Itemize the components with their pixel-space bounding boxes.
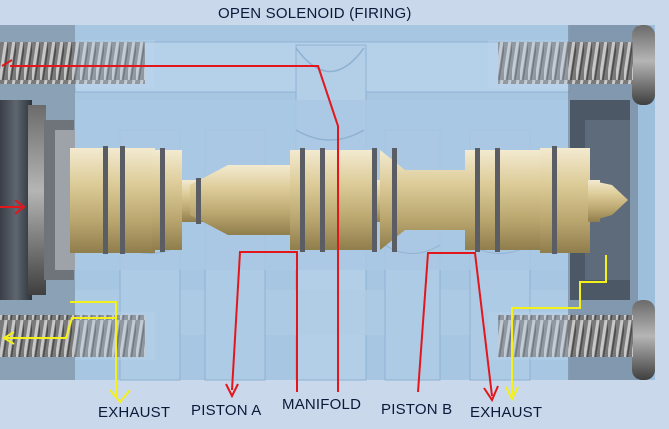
exhaust-flow-lines [2, 255, 607, 404]
label-exhaust-right: EXHAUST [470, 404, 543, 421]
label-piston-b: PISTON B [381, 401, 453, 418]
pressure-flow-lines [0, 59, 499, 403]
label-manifold: MANIFOLD [282, 396, 362, 413]
label-piston-a: PISTON A [191, 402, 262, 419]
bolt-bottom-right [498, 315, 633, 357]
bolt-top-left [0, 42, 145, 84]
bolt-top-right [498, 42, 633, 84]
bolt-bottom-left [0, 315, 145, 357]
piston-b-line [417, 252, 493, 397]
manifold-to-left-line [10, 65, 339, 392]
diagram-title: OPEN SOLENOID (FIRING) [218, 5, 412, 22]
spool [70, 146, 628, 254]
piston-a-line [231, 251, 298, 392]
label-exhaust-left: EXHAUST [98, 404, 171, 421]
